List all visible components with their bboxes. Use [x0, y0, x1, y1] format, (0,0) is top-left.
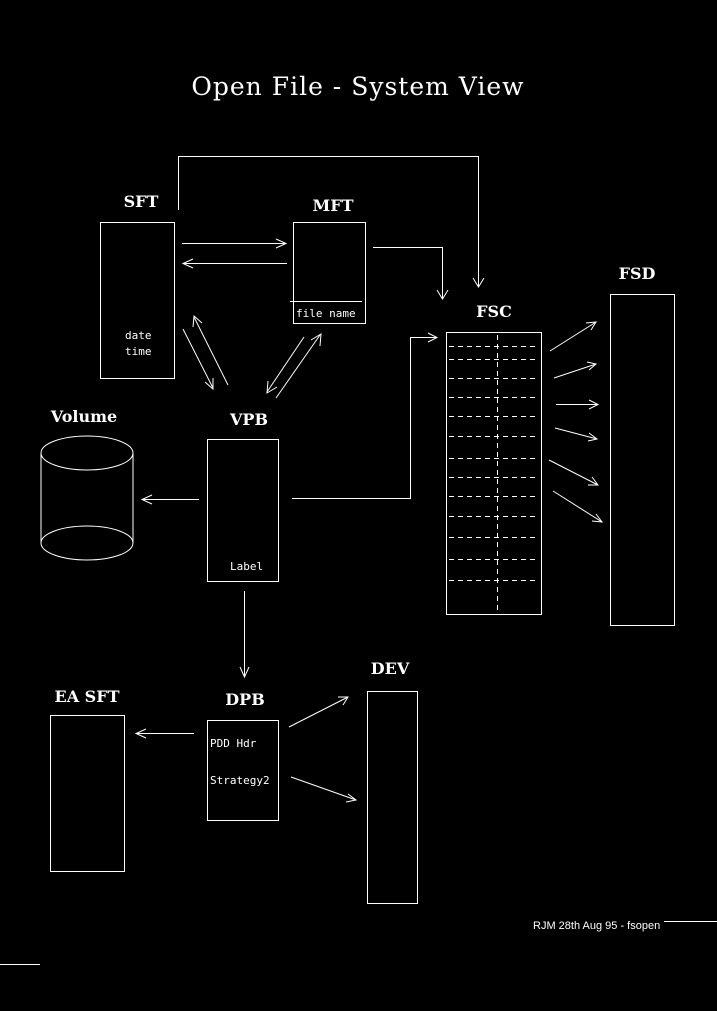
arrow-mft-to-fsc [373, 247, 449, 300]
ea-sft-box [50, 715, 125, 872]
arrow-dpb-to-dev-lower [290, 776, 358, 803]
ea-sft-label: EA SFT [55, 687, 120, 706]
arrow-dpb-to-ea-sft [134, 728, 194, 739]
vpb-label-field: Label [230, 560, 263, 573]
fsd-box [610, 294, 675, 626]
arrows-fsc-to-fsd [548, 321, 604, 523]
dpb-pdd-hdr-field: PDD Hdr [210, 737, 257, 750]
dpb-box [207, 720, 279, 821]
dpb-label: DPB [225, 690, 264, 709]
arrow-sft-to-mft [182, 238, 288, 249]
arrow-vpb-to-volume [140, 494, 199, 505]
mft-label: MFT [313, 196, 354, 215]
arrow-mft-to-sft [181, 258, 287, 269]
vpb-box [207, 439, 279, 582]
mft-box [293, 222, 366, 324]
fsc-box [446, 332, 542, 615]
arrow-sft-to-vpb [182, 328, 214, 391]
footer-credit: RJM 28th Aug 95 - fsopen [533, 920, 660, 932]
arrow-vpb-to-dpb [239, 591, 250, 679]
arrow-vpb-to-fsc [292, 332, 439, 499]
volume-cylinder [40, 435, 134, 561]
arrow-dpb-to-dev-upper [288, 696, 349, 728]
sft-time-field: time [125, 345, 152, 358]
dev-label: DEV [371, 659, 410, 678]
mft-file-name-field: file name [296, 307, 356, 320]
volume-label: Volume [50, 407, 117, 426]
vpb-label: VPB [229, 410, 268, 429]
arrow-mft-to-vpb [266, 336, 305, 394]
sft-box [100, 222, 175, 379]
diagram-title: Open File - System View [191, 72, 524, 101]
arrow-vpb-to-sft [192, 314, 229, 386]
dpb-strategy-field: Strategy2 [210, 774, 270, 787]
arrow-vpb-to-mft [275, 333, 322, 399]
fsc-label: FSC [476, 302, 512, 321]
sft-date-field: date [125, 329, 152, 342]
fsd-label: FSD [619, 264, 656, 283]
sft-label: SFT [124, 192, 159, 211]
arrow-sft-to-fsc-top [178, 156, 485, 288]
dev-box [367, 691, 418, 904]
